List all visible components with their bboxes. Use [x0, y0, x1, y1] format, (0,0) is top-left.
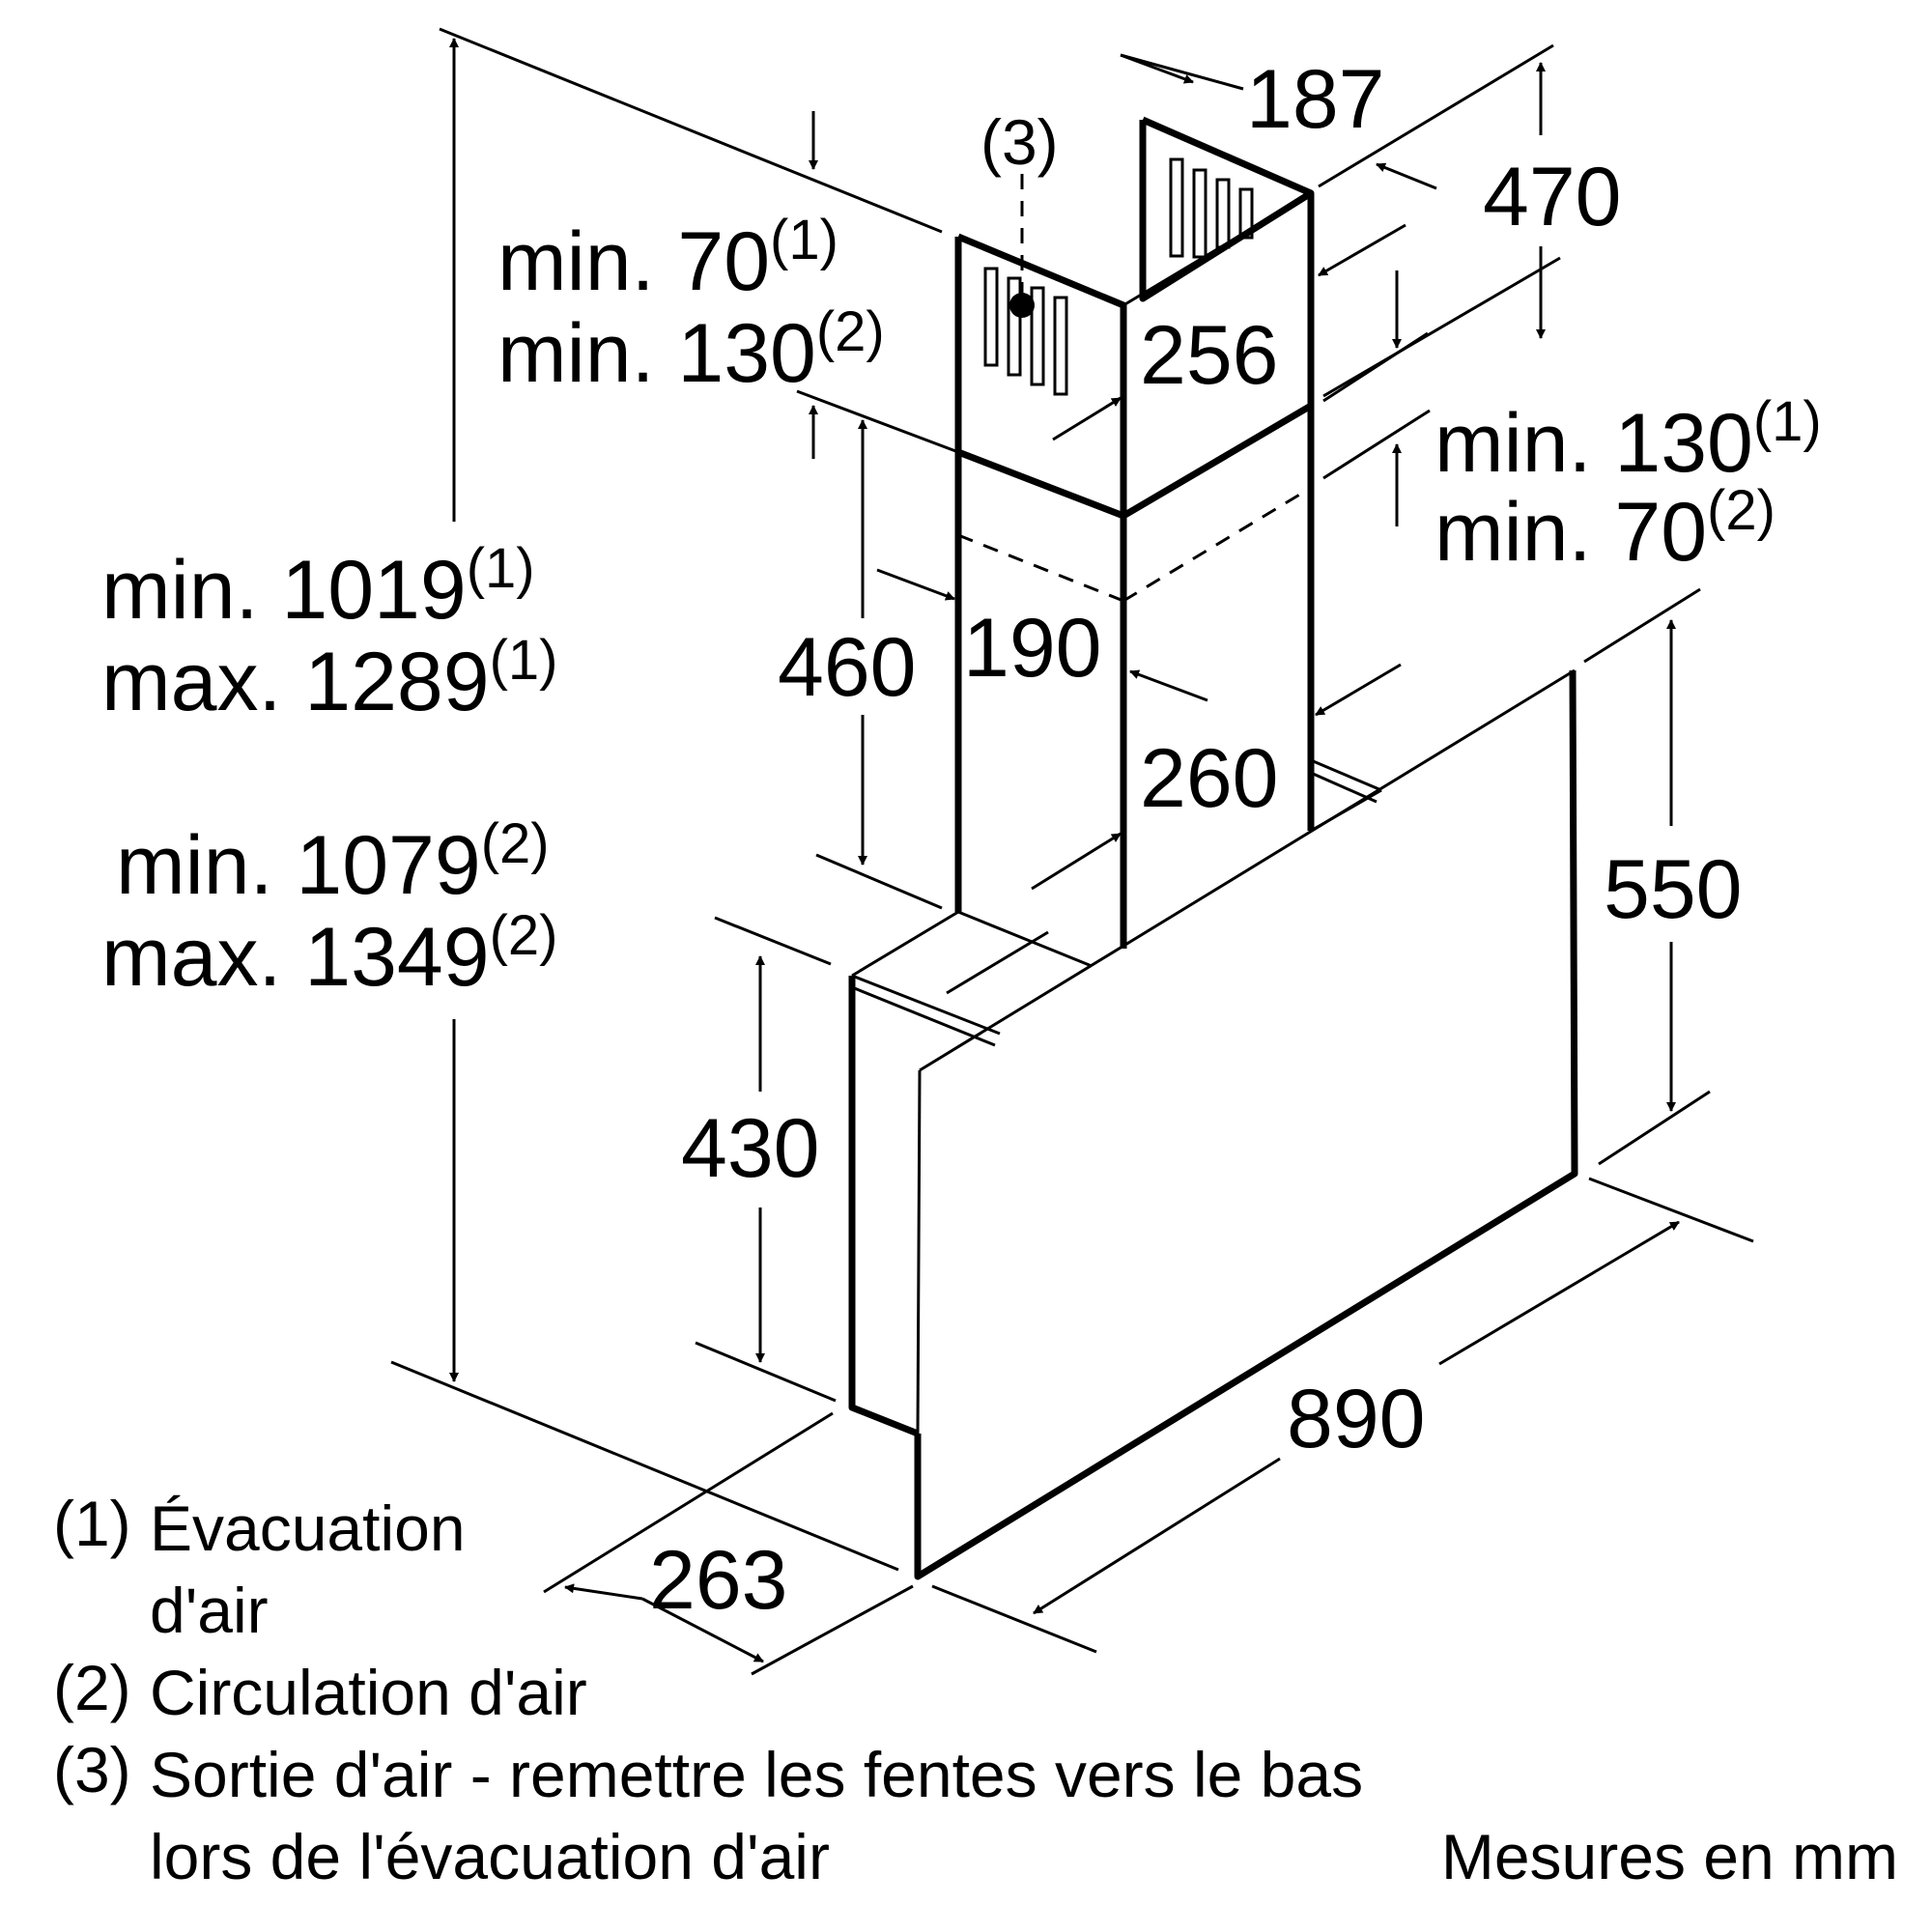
label-height-circulation-max: max. 1349(2)	[101, 904, 557, 1004]
air-outlet-marker-dot	[1009, 293, 1035, 318]
dim-263: 263	[649, 1534, 788, 1627]
dim-256: 256	[1140, 309, 1279, 402]
legend-marker-3: (3)	[53, 1734, 131, 1805]
label-min70-circulation-right: min. 70(2)	[1435, 479, 1776, 579]
dim-550: 550	[1604, 843, 1743, 936]
label-min130-circulation: min. 130(2)	[497, 300, 885, 400]
legend-item-1-line1: Évacuation	[150, 1492, 466, 1564]
label-height-exhaust-max: max. 1289(1)	[101, 629, 557, 728]
vent-slots-left	[983, 267, 1068, 396]
extension-lines	[390, 27, 1754, 1676]
legend-item-3-line2: lors de l'évacuation d'air	[150, 1821, 830, 1892]
dim-460: 460	[778, 621, 917, 714]
label-min130-exhaust-right: min. 130(1)	[1435, 390, 1822, 490]
marker-3: (3)	[980, 106, 1059, 178]
units-note: Mesures en mm	[1441, 1821, 1898, 1892]
dim-190: 190	[963, 602, 1102, 695]
dimension-labels: 187 470 256 190 260 460 430 550 890 263 …	[649, 53, 1743, 1627]
hood-body	[848, 668, 1578, 1580]
label-height-exhaust-min: min. 1019(1)	[101, 537, 535, 637]
label-height-circulation-min: min. 1079(2)	[116, 812, 550, 912]
legend: (1) Évacuation d'air (2) Circulation d'a…	[53, 1488, 1898, 1892]
label-min70-exhaust: min. 70(1)	[497, 209, 838, 308]
dim-187: 187	[1246, 53, 1385, 146]
legend-item-1-line2: d'air	[150, 1575, 269, 1646]
dim-890: 890	[1287, 1373, 1426, 1465]
dim-430: 430	[681, 1102, 820, 1195]
lower-chimney	[954, 406, 1315, 949]
dim-470: 470	[1483, 151, 1622, 243]
dimension-arrows	[449, 38, 1680, 1663]
dim-260: 260	[1140, 732, 1279, 825]
legend-marker-2: (2)	[53, 1652, 131, 1723]
legend-item-3-line1: Sortie d'air - remettre les fentes vers …	[150, 1739, 1363, 1810]
vent-slots-right	[1169, 157, 1254, 259]
clearance-labels: min. 70(1) min. 130(2) min. 130(1) min. …	[101, 209, 1822, 1004]
legend-marker-1: (1)	[53, 1488, 131, 1559]
legend-item-2-line1: Circulation d'air	[150, 1657, 587, 1728]
